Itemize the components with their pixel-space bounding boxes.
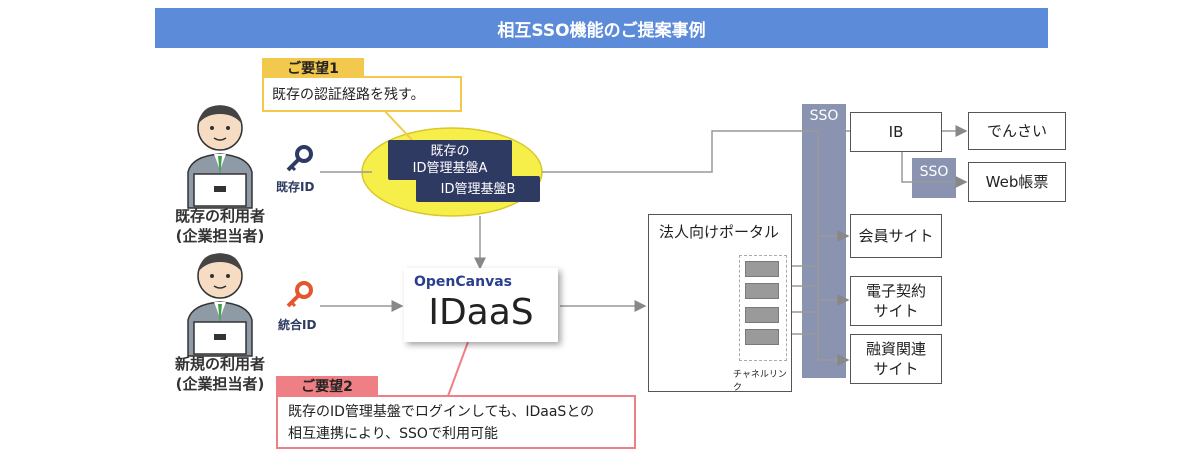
- existing-user-line2: (企業担当者): [175, 227, 265, 245]
- service-contract-line2: サイト: [873, 302, 919, 320]
- service-contract: 電子契約 サイト: [850, 276, 942, 326]
- sso-bar: [802, 104, 846, 378]
- sso-sub-label: SSO: [919, 164, 949, 180]
- idp-a-line2: ID管理基盤A: [412, 161, 488, 176]
- channel-link-1[interactable]: [745, 261, 779, 277]
- service-ib: IB: [850, 112, 942, 152]
- existing-user-line1: 既存の利用者: [174, 207, 265, 225]
- existing-user-figure: [180, 100, 260, 210]
- new-user-figure: [180, 248, 260, 358]
- new-user-label: 新規の利用者 (企業担当者): [150, 354, 290, 394]
- request2-line1: 既存のID管理基盤でログインしても、IDaaSとの: [288, 404, 595, 420]
- integrated-id-label: 統合ID: [278, 318, 317, 332]
- portal-box: 法人向けポータル チャネルリンク: [648, 214, 792, 393]
- service-finance-line2: サイト: [873, 360, 919, 378]
- channel-link-2[interactable]: [745, 283, 779, 299]
- idp-a-line1: 既存の: [430, 144, 470, 159]
- person-icon: [187, 253, 253, 357]
- request2-box: 既存のID管理基盤でログインしても、IDaaSとの 相互連携により、SSOで利用…: [276, 395, 636, 449]
- connector-ib-to-web: [901, 151, 968, 188]
- idaas-label: IDaaS: [428, 292, 534, 333]
- sso-main-label: SSO: [809, 108, 839, 124]
- existing-user-label: 既存の利用者 (企業担当者): [150, 206, 290, 246]
- idp-a-box: 既存の ID管理基盤A: [388, 140, 512, 180]
- callout-pointer-1: [381, 107, 413, 141]
- idaas-box: OpenCanvas IDaaS: [404, 268, 558, 342]
- service-finance: 融資関連 サイト: [850, 334, 942, 384]
- portal-title: 法人向けポータル: [659, 223, 780, 241]
- sso-sub-box: [912, 158, 956, 198]
- diagram-title: 相互SSO機能のご提案事例: [155, 8, 1048, 48]
- opencanvas-logo: OpenCanvas: [414, 274, 512, 290]
- callout-pointer-2: [447, 341, 469, 397]
- idp-b-box: ID管理基盤B: [416, 176, 540, 202]
- request2-line2: 相互連携により、SSOで利用可能: [288, 426, 498, 442]
- channel-link-label: チャネルリンク: [733, 370, 787, 393]
- service-finance-line1: 融資関連: [865, 340, 926, 358]
- service-member-site: 会員サイト: [850, 214, 942, 258]
- channel-link-group: [739, 255, 787, 361]
- request1-text: 既存の認証経路を残す。: [272, 87, 425, 103]
- new-user-line1: 新規の利用者: [174, 355, 265, 373]
- new-user-line2: (企業担当者): [175, 375, 265, 393]
- service-contract-line1: 電子契約: [865, 282, 926, 300]
- connector-ellipse-to-sso: [542, 130, 818, 173]
- channel-link-4[interactable]: [745, 329, 779, 345]
- service-densai: でんさい: [968, 112, 1066, 150]
- key-icon-existing: [282, 144, 316, 172]
- key-icon-integrated: [282, 280, 316, 308]
- existing-id-label: 既存ID: [276, 180, 315, 194]
- request2-tag: ご要望2: [276, 376, 378, 396]
- person-icon: [187, 105, 253, 209]
- channel-link-3[interactable]: [745, 307, 779, 323]
- request1-tag: ご要望1: [262, 58, 364, 78]
- request1-box: 既存の認証経路を残す。: [262, 76, 462, 112]
- service-web-chohyo: Web帳票: [968, 162, 1066, 202]
